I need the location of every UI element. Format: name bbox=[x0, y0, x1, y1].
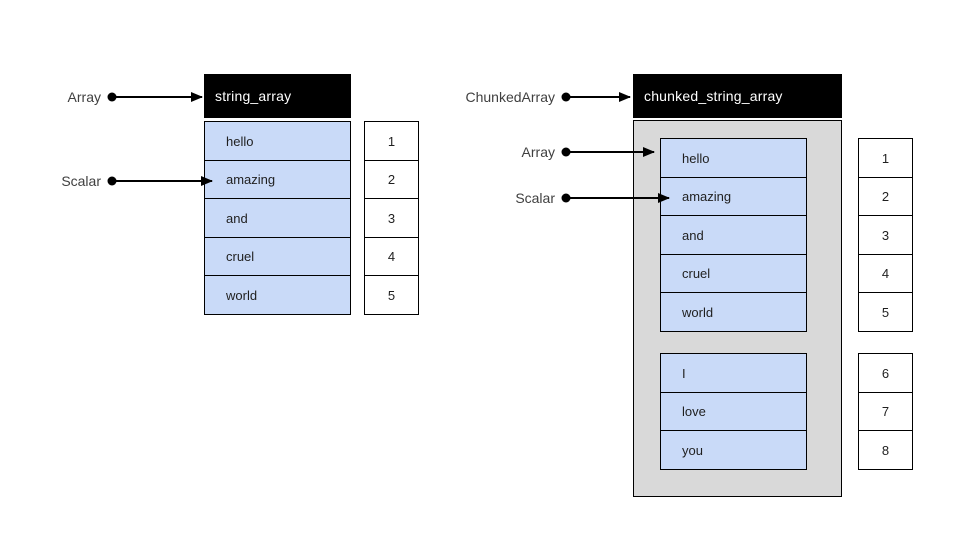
index-cell-text: 4 bbox=[387, 249, 396, 264]
array-cell: world bbox=[204, 275, 351, 315]
array-cell: you bbox=[660, 430, 807, 470]
index-cell-text: 1 bbox=[881, 150, 890, 166]
array-cell-text: I bbox=[682, 365, 686, 381]
array-cell: amazing bbox=[660, 176, 807, 217]
array-cell: I bbox=[660, 353, 807, 393]
array-cell-text: and bbox=[226, 210, 248, 226]
array-cell: world bbox=[660, 292, 807, 332]
string-array-cells: hello amazing and cruel world bbox=[204, 121, 351, 315]
index-cell: 1 bbox=[858, 138, 913, 178]
index-cell: 7 bbox=[858, 391, 913, 432]
chunked-string-array-header: chunked_string_array bbox=[633, 74, 842, 118]
index-cell-text: 4 bbox=[881, 266, 890, 281]
index-cell-text: 5 bbox=[387, 287, 396, 303]
index-cell-text: 5 bbox=[881, 304, 890, 320]
array-cell-text: hello bbox=[682, 150, 710, 166]
label-scalar-right: Scalar bbox=[515, 190, 555, 206]
string-array-header: string_array bbox=[204, 74, 351, 118]
label-array-right: Array bbox=[521, 144, 555, 160]
array-cell: love bbox=[660, 391, 807, 432]
index-cell-text: 7 bbox=[881, 404, 890, 419]
index-cell: 5 bbox=[364, 275, 419, 315]
index-cell-text: 8 bbox=[881, 442, 890, 458]
array-cell-text: world bbox=[682, 304, 714, 320]
chunked-string-array-title: chunked_string_array bbox=[644, 88, 783, 104]
index-cell: 5 bbox=[858, 292, 913, 332]
index-cell-text: 6 bbox=[881, 365, 890, 381]
array-cell-text: amazing bbox=[226, 172, 276, 187]
index-cell: 1 bbox=[364, 121, 419, 161]
index-cell: 4 bbox=[364, 236, 419, 277]
index-cell: 6 bbox=[858, 353, 913, 393]
string-array-title: string_array bbox=[215, 88, 292, 104]
array-cell: cruel bbox=[204, 236, 351, 277]
index-cell-text: 2 bbox=[881, 189, 890, 204]
array-cell: hello bbox=[204, 121, 351, 161]
index-cell-text: 2 bbox=[387, 172, 396, 187]
array-cell: and bbox=[660, 215, 807, 255]
chunk-1-index-column: 1 2 3 4 5 bbox=[858, 138, 913, 332]
index-cell: 3 bbox=[364, 198, 419, 238]
label-chunked-array: ChunkedArray bbox=[465, 89, 556, 105]
array-cell-text: love bbox=[682, 404, 706, 419]
array-cell-text: and bbox=[682, 227, 704, 243]
array-cell-text: hello bbox=[226, 133, 254, 149]
chunk-2-index-column: 6 7 8 bbox=[858, 353, 913, 470]
array-cell: and bbox=[204, 198, 351, 238]
array-pointer-left bbox=[107, 92, 203, 102]
chunked-array-pointer bbox=[561, 92, 631, 102]
array-cell: hello bbox=[660, 138, 807, 178]
array-cell-text: cruel bbox=[682, 266, 711, 281]
index-cell: 2 bbox=[858, 176, 913, 217]
label-array-left: Array bbox=[67, 89, 101, 105]
array-cell: cruel bbox=[660, 253, 807, 294]
array-cell: amazing bbox=[204, 159, 351, 200]
chunk-1-cells: hello amazing and cruel world bbox=[660, 138, 807, 332]
index-cell-text: 3 bbox=[387, 210, 396, 226]
label-scalar-left: Scalar bbox=[61, 173, 101, 189]
index-cell: 3 bbox=[858, 215, 913, 255]
array-cell-text: amazing bbox=[682, 189, 732, 204]
array-cell-text: you bbox=[682, 442, 703, 458]
array-cell-text: cruel bbox=[226, 249, 255, 264]
index-cell-text: 1 bbox=[387, 133, 396, 149]
index-cell: 8 bbox=[858, 430, 913, 470]
string-array-index-column: 1 2 3 4 5 bbox=[364, 121, 419, 315]
index-cell-text: 3 bbox=[881, 227, 890, 243]
array-cell-text: world bbox=[226, 287, 258, 303]
scalar-pointer-left bbox=[107, 176, 213, 186]
index-cell: 4 bbox=[858, 253, 913, 294]
